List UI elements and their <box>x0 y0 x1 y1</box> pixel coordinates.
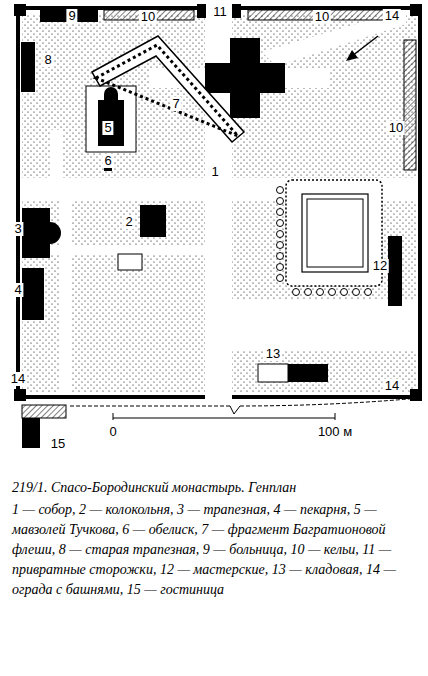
tree <box>277 264 284 271</box>
north-arrow-head <box>346 50 358 61</box>
gatehouse <box>232 4 241 18</box>
mausoleum-yard <box>86 86 136 152</box>
callout-number: 10 <box>313 10 331 24</box>
tree <box>305 289 312 296</box>
pond <box>307 199 363 267</box>
path <box>60 200 72 393</box>
callout-number: 4 <box>12 283 23 297</box>
scale-tick <box>113 413 114 420</box>
callout-number: 12 <box>371 259 389 273</box>
bakery <box>22 268 44 320</box>
callout-number: 14 <box>383 379 401 393</box>
bell-tower <box>140 205 166 237</box>
corner-tower <box>410 4 422 16</box>
road <box>70 398 420 406</box>
tree <box>353 289 360 296</box>
callout-number: 1 <box>209 165 220 179</box>
tree <box>277 220 284 227</box>
pond <box>302 194 368 272</box>
corner-tower <box>14 4 26 16</box>
path <box>232 300 416 350</box>
tree <box>277 209 284 216</box>
trees <box>277 187 372 296</box>
path <box>50 130 62 178</box>
figure-caption: 1 — собор, 2 — колокольня, 3 — трапезная… <box>12 500 416 600</box>
callout-number: 15 <box>49 437 67 451</box>
callout-number: 10 <box>139 10 157 24</box>
callout-number: 5 <box>102 121 113 135</box>
hotel <box>22 418 40 448</box>
pond-bank <box>286 180 382 286</box>
outbuilding <box>118 254 142 270</box>
mausoleum <box>98 87 124 146</box>
callout-number: 9 <box>66 9 77 23</box>
callout-number: 3 <box>12 222 23 236</box>
callout-number: 13 <box>264 347 282 361</box>
tree <box>277 198 284 205</box>
refectory <box>22 208 61 258</box>
callout-number: 0 <box>107 425 118 439</box>
tree <box>277 242 284 249</box>
garden-area <box>22 14 205 178</box>
north-arrow <box>352 36 378 56</box>
cells <box>404 40 416 170</box>
tree <box>277 187 284 194</box>
old-refectory <box>21 42 35 92</box>
tree <box>329 289 336 296</box>
callout-number: 100 м <box>316 425 354 439</box>
gatehouse <box>197 4 206 18</box>
callout-number: 14 <box>383 9 401 23</box>
storeroom <box>258 364 288 382</box>
storeroom <box>288 364 328 382</box>
callout-number: 7 <box>170 97 181 111</box>
corner-tower <box>14 389 26 401</box>
scale-bar <box>113 417 335 418</box>
callout-number: 8 <box>42 53 53 67</box>
callout-number: 6 <box>102 154 113 168</box>
hospital <box>40 10 98 22</box>
road-mark <box>230 406 240 414</box>
tree <box>277 275 284 282</box>
callout-number: 14 <box>9 372 27 386</box>
scale-tick <box>335 413 336 420</box>
workshops <box>388 236 402 306</box>
callout-number: 11 <box>211 5 229 19</box>
tree <box>365 289 372 296</box>
tree <box>317 289 324 296</box>
figure-title: 219/1. Спасо-Бородинский монастырь. Генп… <box>12 478 416 498</box>
enclosure-wall <box>18 8 420 397</box>
tree <box>293 289 300 296</box>
garden-area <box>22 200 205 393</box>
tree <box>277 253 284 260</box>
tree <box>341 289 348 296</box>
hotel <box>22 405 66 418</box>
tree <box>277 231 284 238</box>
callout-number: 10 <box>387 121 405 135</box>
callout-number: 2 <box>123 215 134 229</box>
